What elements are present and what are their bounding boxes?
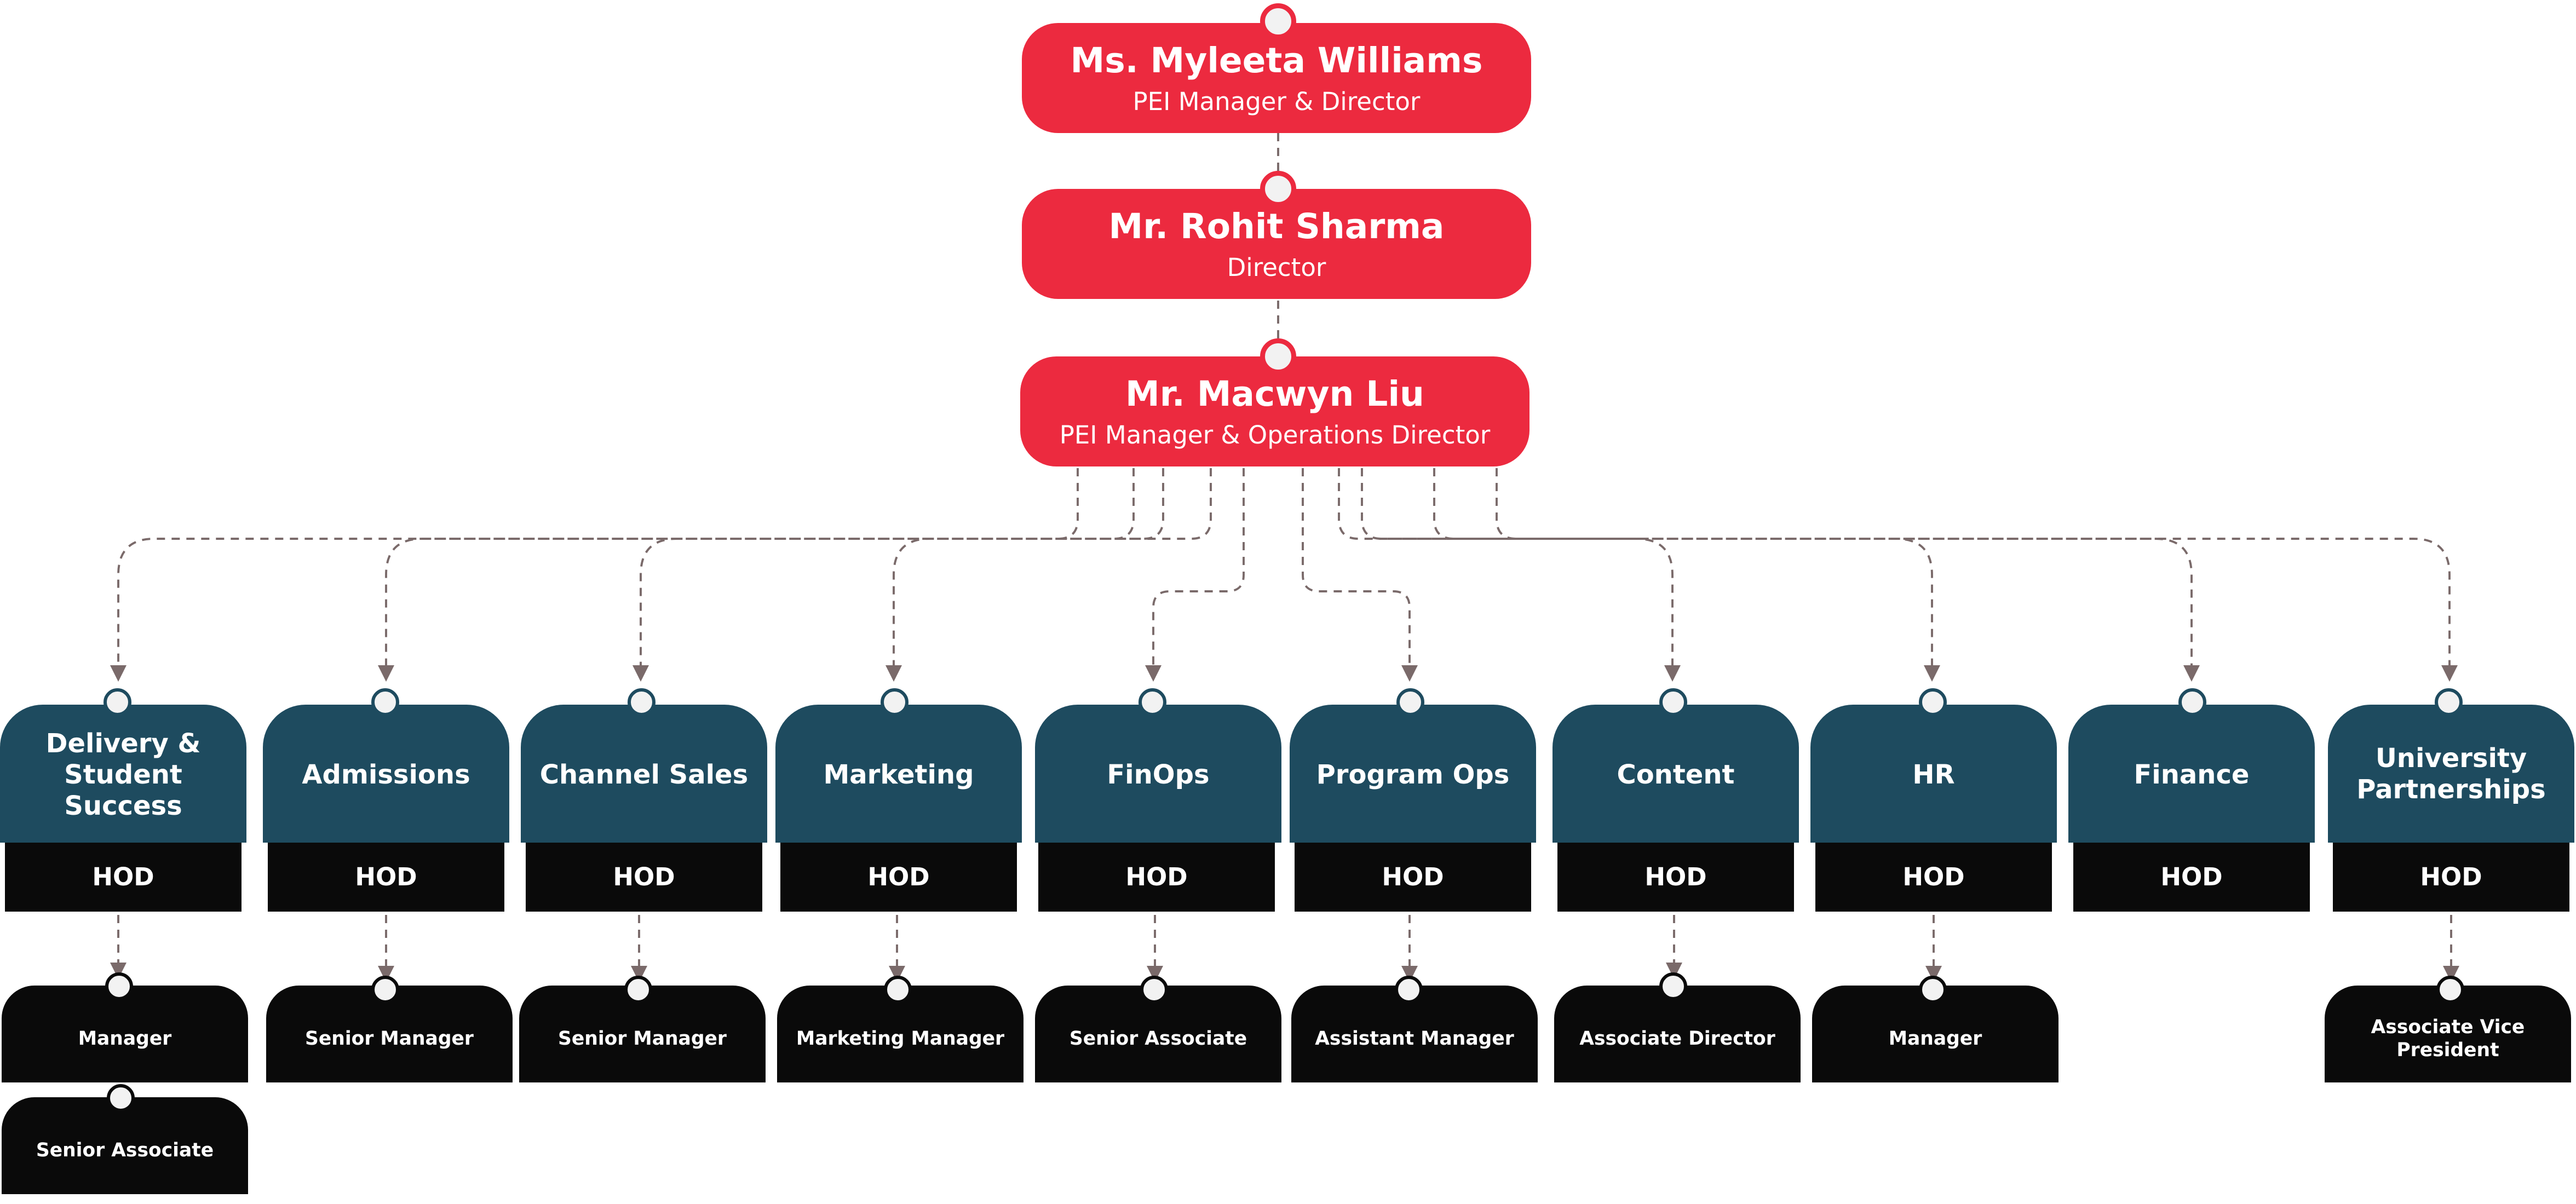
executive-name: Mr. Rohit Sharma bbox=[1108, 207, 1445, 246]
department-box-university-partnerships: University Partnerships bbox=[2328, 705, 2574, 843]
hod-box: HOD bbox=[2073, 843, 2310, 912]
connector-node bbox=[1395, 976, 1423, 1004]
department-name: HR bbox=[1912, 758, 1955, 790]
connector-line bbox=[886, 468, 1212, 682]
connector-line bbox=[1145, 468, 1245, 682]
connector-node bbox=[1659, 688, 1687, 716]
connector-node bbox=[1659, 972, 1687, 1000]
department-name: University Partnerships bbox=[2356, 742, 2546, 805]
department-name: Channel Sales bbox=[539, 758, 749, 790]
department-box-content: Content bbox=[1553, 705, 1799, 843]
connector-node bbox=[2436, 976, 2464, 1004]
department-name: Content bbox=[1617, 758, 1735, 790]
connector-node bbox=[1919, 688, 1947, 716]
connector-node bbox=[371, 976, 399, 1004]
connector-line bbox=[110, 468, 1079, 682]
hod-box: HOD bbox=[1815, 843, 2052, 912]
hod-box: HOD bbox=[1557, 843, 1794, 912]
connector-line bbox=[1496, 468, 2458, 682]
department-name: Admissions bbox=[302, 758, 470, 790]
connector-node bbox=[2178, 688, 2206, 716]
connector-node bbox=[1396, 688, 1424, 716]
connector-node bbox=[884, 976, 912, 1004]
connector-node bbox=[371, 688, 399, 716]
department-box-marketing: Marketing bbox=[775, 705, 1022, 843]
connector-node bbox=[1260, 3, 1296, 39]
connector-node bbox=[107, 1084, 135, 1112]
role-box: Manager bbox=[2, 986, 248, 1082]
hod-box: HOD bbox=[526, 843, 762, 912]
role-box: Associate Director bbox=[1554, 986, 1801, 1082]
executive-title: Director bbox=[1227, 253, 1326, 283]
role-box: Associate Vice President bbox=[2325, 986, 2571, 1082]
connector-node bbox=[881, 688, 909, 716]
hod-box: HOD bbox=[5, 843, 242, 912]
connector-node bbox=[628, 688, 656, 716]
executive-title: PEI Manager & Operations Director bbox=[1059, 420, 1491, 450]
connector-node bbox=[2435, 688, 2463, 716]
executive-box-2: Mr. Rohit Sharma Director bbox=[1022, 189, 1531, 299]
connector-node bbox=[1260, 171, 1296, 207]
hod-box: HOD bbox=[268, 843, 504, 912]
connector-node bbox=[1919, 976, 1947, 1004]
connector-line bbox=[633, 468, 1164, 682]
department-name: Program Ops bbox=[1316, 758, 1510, 790]
hod-box: HOD bbox=[2333, 843, 2569, 912]
department-name: Marketing bbox=[823, 758, 974, 790]
connector-node bbox=[1260, 338, 1296, 375]
connector-line bbox=[1433, 468, 2200, 682]
hod-box: HOD bbox=[1038, 843, 1275, 912]
connector-node bbox=[105, 972, 133, 1000]
executive-name: Ms. Myleeta Williams bbox=[1070, 41, 1483, 80]
hod-box: HOD bbox=[1295, 843, 1531, 912]
connector-node bbox=[624, 976, 652, 1004]
executive-box-1: Ms. Myleeta Williams PEI Manager & Direc… bbox=[1022, 23, 1531, 133]
connector-line bbox=[1302, 468, 1418, 682]
hod-box: HOD bbox=[780, 843, 1017, 912]
executive-title: PEI Manager & Director bbox=[1132, 87, 1421, 117]
department-box-finops: FinOps bbox=[1035, 705, 1281, 843]
connector-node bbox=[104, 688, 131, 716]
department-name: Delivery & Student Success bbox=[45, 727, 201, 821]
connector-node bbox=[1138, 688, 1166, 716]
connector-node bbox=[1140, 976, 1168, 1004]
executive-name: Mr. Macwyn Liu bbox=[1125, 375, 1424, 414]
connector-line bbox=[1338, 468, 1681, 682]
connector-line bbox=[378, 468, 1135, 682]
department-box-finance: Finance bbox=[2068, 705, 2315, 843]
connector-line bbox=[1361, 468, 1940, 682]
department-box-channel-sales: Channel Sales bbox=[521, 705, 767, 843]
role-box: Senior Associate bbox=[2, 1097, 248, 1194]
department-box-delivery: Delivery & Student Success bbox=[0, 705, 246, 843]
department-box-program-ops: Program Ops bbox=[1290, 705, 1536, 843]
department-name: FinOps bbox=[1107, 758, 1210, 790]
department-name: Finance bbox=[2134, 758, 2250, 790]
executive-box-3: Mr. Macwyn Liu PEI Manager & Operations … bbox=[1020, 356, 1530, 466]
department-box-admissions: Admissions bbox=[263, 705, 509, 843]
department-box-hr: HR bbox=[1810, 705, 2057, 843]
